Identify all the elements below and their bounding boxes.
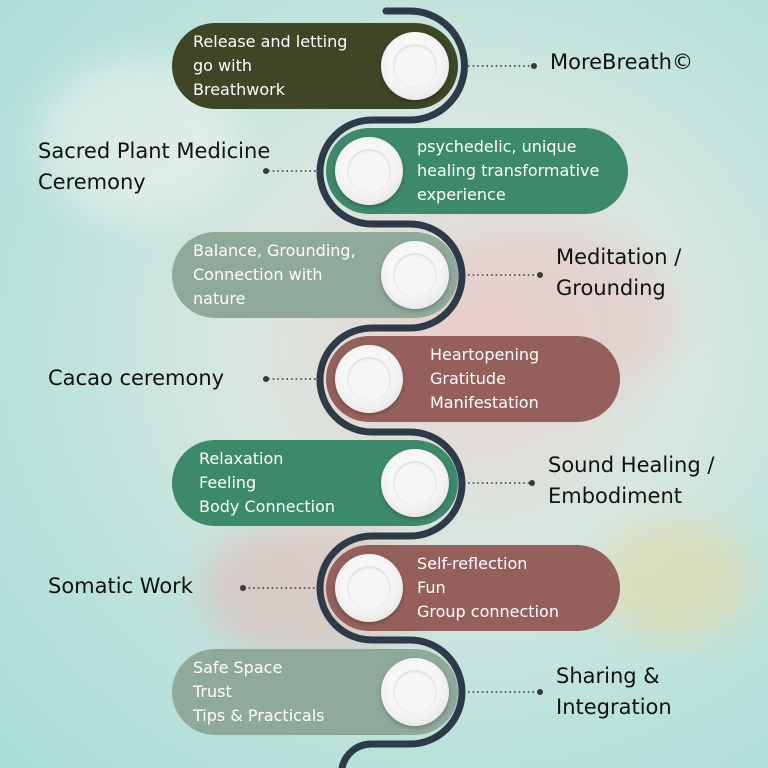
stage-circle-icon	[335, 137, 403, 205]
description-line: nature	[193, 289, 246, 308]
stage-label-7: Sharing & Integration	[556, 661, 672, 723]
stage-description: Release and letting go with Breathwork	[193, 23, 347, 109]
stage-name: Sacred Plant Medicine	[38, 139, 271, 163]
stage-description: Heartopening Gratitude Manifestation	[430, 336, 539, 422]
stage-name: Integration	[556, 695, 672, 719]
stage-pill-1: Release and letting go with Breathwork	[172, 23, 458, 109]
description-line: Connection with	[193, 265, 323, 284]
serpentine-line	[316, 7, 468, 768]
stage-description: Self-reflection Fun Group connection	[417, 545, 559, 631]
stage-pill-5: Relaxation Feeling Body Connection	[172, 440, 458, 526]
stage-name: Embodiment	[548, 484, 682, 508]
stage-circle-icon	[381, 241, 449, 309]
description-line: Heartopening	[430, 345, 540, 364]
description-line: go with	[193, 56, 252, 75]
stage-name: Grounding	[556, 276, 666, 300]
stage-description: psychedelic, unique healing transformati…	[417, 128, 599, 214]
stage-description: Balance, Grounding, Connection with natu…	[193, 232, 356, 318]
description-line: Gratitude	[430, 369, 506, 388]
description-line: Self-reflection	[417, 554, 528, 573]
stage-label-4: Cacao ceremony	[48, 363, 224, 394]
stage-name: Ceremony	[38, 170, 146, 194]
stage-pill-4: Heartopening Gratitude Manifestation	[326, 336, 620, 422]
stage-label-1: MoreBreath©	[550, 47, 693, 78]
stage-pill-2: psychedelic, unique healing transformati…	[326, 128, 628, 214]
description-line: healing transformative	[417, 161, 600, 180]
stage-name: Somatic Work	[48, 574, 193, 598]
stage-label-3: Meditation / Grounding	[556, 242, 681, 304]
description-line: experience	[417, 185, 506, 204]
stage-description: Safe Space Trust Tips & Practicals	[193, 649, 325, 735]
stage-circle-icon	[381, 658, 449, 726]
stage-pill-7: Safe Space Trust Tips & Practicals	[172, 649, 458, 735]
stage-pill-3: Balance, Grounding, Connection with natu…	[172, 232, 458, 318]
stage-name: Sharing &	[556, 664, 660, 688]
description-line: Feeling	[199, 473, 257, 492]
stage-name: Cacao ceremony	[48, 366, 225, 390]
description-line: psychedelic, unique	[417, 137, 577, 156]
connector-dot-ends	[240, 63, 543, 695]
stage-circle-icon	[335, 554, 403, 622]
stage-label-5: Sound Healing / Embodiment	[548, 450, 714, 512]
stage-name: Meditation /	[556, 245, 682, 269]
description-line: Fun	[417, 578, 446, 597]
background-blob	[600, 520, 750, 640]
description-line: Safe Space	[193, 658, 283, 677]
stage-pill-6: Self-reflection Fun Group connection	[326, 545, 620, 631]
description-line: Body Connection	[199, 497, 336, 516]
stage-name: MoreBreath©	[550, 50, 693, 74]
stage-label-2: Sacred Plant Medicine Ceremony	[38, 136, 270, 198]
stage-circle-icon	[381, 32, 449, 100]
description-line: Breathwork	[193, 80, 285, 99]
description-line: Trust	[193, 682, 232, 701]
description-line: Balance, Grounding,	[193, 241, 356, 260]
stage-circle-icon	[335, 345, 403, 413]
stage-label-6: Somatic Work	[48, 571, 193, 602]
stage-name: Sound Healing /	[548, 453, 715, 477]
stage-description: Relaxation Feeling Body Connection	[199, 440, 335, 526]
description-line: Group connection	[417, 602, 559, 621]
description-line: Release and letting	[193, 32, 348, 51]
description-line: Relaxation	[199, 449, 284, 468]
stage-circle-icon	[381, 449, 449, 517]
description-line: Manifestation	[430, 393, 539, 412]
description-line: Tips & Practicals	[193, 706, 325, 725]
connector-dots	[244, 65, 540, 693]
